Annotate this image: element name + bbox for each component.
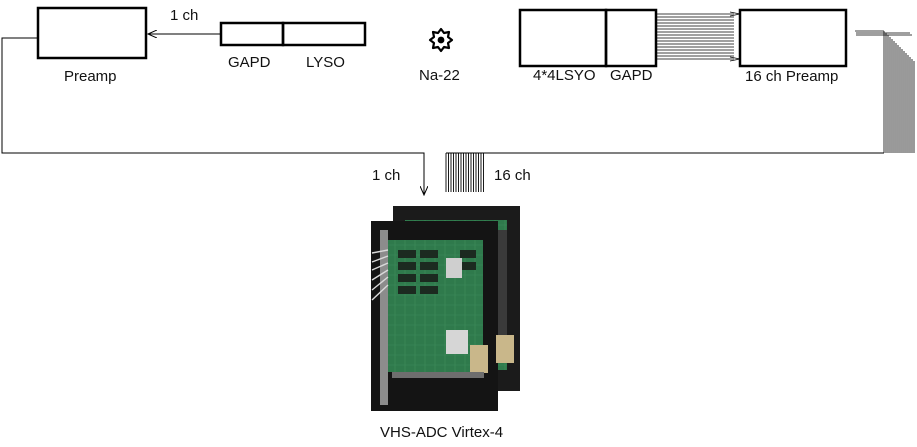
right-preamp-label: 16 ch Preamp	[745, 68, 839, 85]
left-lyso-label: LYSO	[306, 54, 345, 71]
bus-1ch-label: 1 ch	[372, 167, 401, 184]
right-16ch-preamp-box	[738, 8, 848, 68]
bus-16ch-label: 16 ch	[494, 167, 531, 184]
board-label: VHS-ADC Virtex-4	[380, 424, 504, 441]
left-preamp-box	[36, 6, 148, 60]
left-1ch-label: 1 ch	[170, 7, 199, 24]
left-lyso-box	[281, 21, 367, 47]
left-preamp-label: Preamp	[64, 68, 117, 85]
left-1ch-path	[1, 37, 424, 195]
preamp-16ch-cable	[855, 30, 915, 153]
left-gapd-box	[219, 21, 285, 47]
right-gapd-box	[604, 8, 658, 68]
gapd-to-preamp-bundle	[656, 11, 741, 62]
right-gapd-label: GAPD	[610, 67, 653, 84]
right-crystal-box	[518, 8, 608, 68]
right-crystal-label: 4*4LSYO	[533, 67, 596, 84]
left-gapd-label: GAPD	[228, 54, 271, 71]
source-label: Na-22	[419, 67, 460, 84]
board-16ch-ribbon	[445, 152, 488, 192]
radioactive-source-icon	[428, 27, 454, 53]
adc-board-photo-icon	[371, 206, 520, 411]
